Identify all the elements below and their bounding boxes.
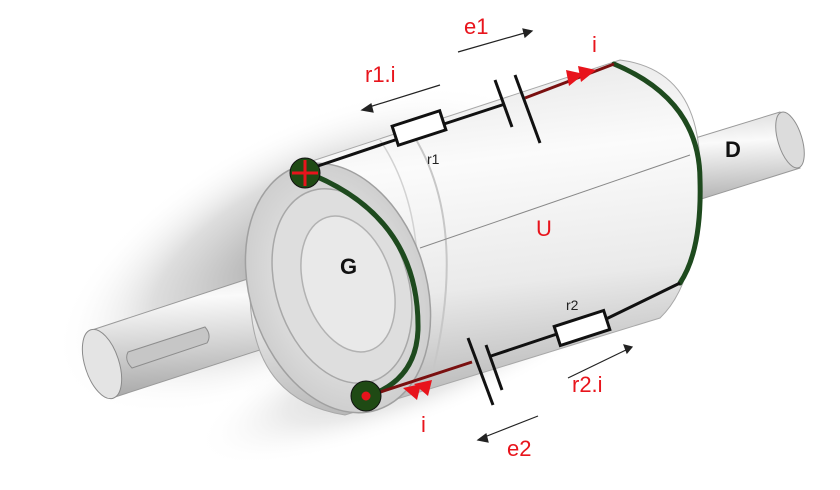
rotor-body [244, 59, 701, 416]
current-arrow-top [566, 66, 596, 86]
terminal-top [289, 157, 321, 189]
d-label: D [725, 137, 741, 162]
e2-label: e2 [507, 436, 531, 461]
resistor-r1: r1 [390, 108, 448, 167]
g-label: G [340, 254, 357, 279]
winding-left-arc [300, 168, 421, 399]
battery-e2 [466, 337, 504, 406]
current-arrow-bottom [403, 380, 432, 400]
direction-arrows [360, 28, 634, 443]
winding [300, 61, 703, 399]
r1i-label: r1.i [365, 62, 396, 87]
battery-e1 [493, 74, 542, 144]
labels: e1 i r1.i U r2.i i e2 G D [340, 14, 741, 461]
i-bottom-label: i [421, 412, 426, 437]
i-top-label: i [592, 32, 597, 57]
resistor-r2: r2 [552, 297, 612, 348]
u-label: U [536, 216, 552, 241]
e1-label: e1 [464, 14, 488, 39]
keyway [126, 326, 210, 369]
r1-label: r1 [427, 151, 440, 167]
terminal-bottom [350, 380, 382, 412]
winding-right-arc [611, 61, 703, 286]
r2-label: r2 [566, 297, 579, 313]
r2i-label: r2.i [572, 372, 603, 397]
